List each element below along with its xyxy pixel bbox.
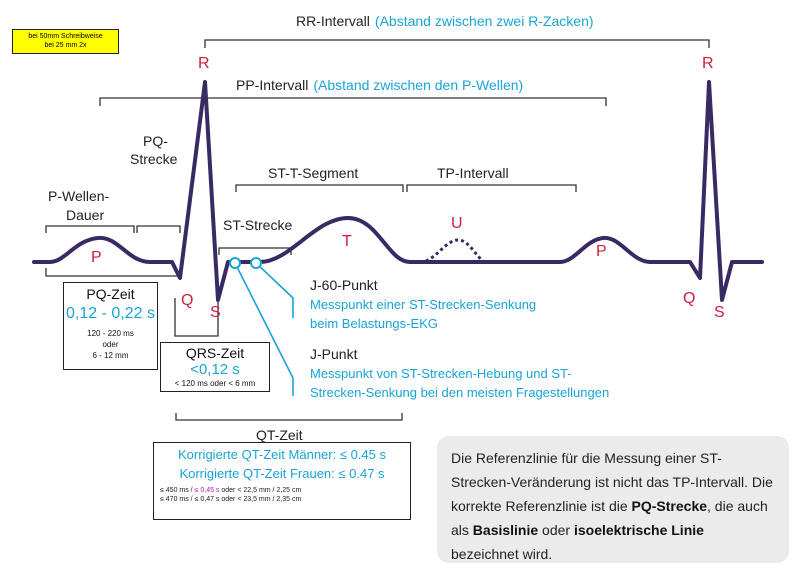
qrs-bracket [174, 298, 219, 337]
j-title: J-Punkt [310, 346, 358, 362]
qt-men-detail: ≤ 450 ms / ≤ 0,45 s oder < 22,5 mm / 2,2… [160, 487, 410, 494]
info-line-5: bezeichnet wird. [451, 546, 553, 562]
qt-label: QT-Zeit [256, 427, 303, 443]
info-4c: oder [538, 522, 574, 538]
wave-q1: Q [181, 292, 193, 309]
reference-line-info: Die Referenzlinie für die Messung einer … [437, 436, 789, 563]
wave-s1: S [210, 304, 221, 321]
pq-zeit-bracket [45, 268, 181, 277]
rr-bracket [204, 39, 710, 48]
qrs-zeit-value: <0,12 s [190, 361, 240, 378]
info-basislinie: Basislinie [472, 522, 539, 538]
st-strecke-bracket [218, 247, 292, 255]
scale-note-line-2: bei 25 mm 2x [44, 42, 87, 49]
pq-strecke-label-1: PQ- [143, 133, 168, 149]
st-t-bracket [235, 184, 404, 192]
ecg-trace [32, 80, 764, 302]
scale-note-line-1: bei 50mm Schreibweise [28, 33, 103, 40]
pp-bracket [99, 97, 607, 106]
qrs-zeit-box: QRS-Zeit <0,12 s < 120 ms oder < 6 mm [160, 342, 270, 392]
pq-strecke-label-2: Strecke [130, 151, 178, 167]
pq-zeit-value: 0,12 - 0,22 s [66, 305, 155, 322]
pwellen-bracket [45, 225, 135, 233]
j-desc-2: Strecken-Senkung bei den meisten Fragest… [310, 385, 609, 400]
wave-r2: R [702, 55, 714, 72]
scale-note: bei 50mm Schreibweise bei 25 mm 2x [12, 29, 119, 54]
pwellen-label-2: Dauer [66, 207, 104, 223]
tp-bracket [406, 184, 577, 192]
pq-zeit-or: oder [102, 340, 119, 349]
qt-zeit-box: Korrigierte QT-Zeit Männer: ≤ 0.45 s Kor… [153, 442, 411, 520]
j60-leader [255, 262, 294, 318]
info-4a: als [451, 522, 473, 538]
wave-t: T [342, 233, 352, 250]
st-t-label: ST-T-Segment [268, 165, 358, 181]
st-strecke-label: ST-Strecke [223, 217, 292, 233]
interval-brackets [45, 39, 710, 421]
wave-p2: P [596, 243, 607, 260]
j-desc-1: Messpunkt von ST-Strecken-Hebung und ST- [310, 366, 572, 381]
info-line-4: als Basislinie oder isoelektrische Linie [451, 518, 777, 542]
qrs-zeit-title: QRS-Zeit [185, 345, 245, 361]
pq-zeit-box: PQ-Zeit 0,12 - 0,22 s 120 - 220 ms oder … [63, 282, 158, 370]
qt-men: Korrigierte QT-Zeit Männer: ≤ 0.45 s [178, 447, 386, 462]
leader-lines [234, 262, 294, 396]
info-isoelektrische-linie: isoelektrische Linie [573, 522, 704, 538]
qrs-zeit-sub: < 120 ms oder < 6 mm [174, 379, 256, 388]
qt-men-detail-c: oder < 22,5 mm / 2,25 cm [219, 487, 302, 494]
info-pq-strecke: PQ-Strecke [631, 498, 708, 514]
pq-zeit-title: PQ-Zeit [86, 286, 135, 302]
info-line-2: Strecken-Veränderung ist nicht das TP-In… [451, 474, 773, 490]
rr-label: RR-Intervall(Abstand zwischen zwei R-Zac… [296, 13, 594, 29]
wave-u: U [451, 215, 463, 232]
qt-women: Korrigierte QT-Zeit Frauen: ≤ 0.47 s [179, 466, 385, 481]
wave-r1: R [198, 55, 210, 72]
pq-zeit-ms: 120 - 220 ms [87, 329, 134, 338]
j-point-marker [229, 257, 241, 269]
j60-title: J-60-Punkt [310, 277, 378, 293]
pq-zeit-mm: 6 - 12 mm [92, 351, 129, 360]
j60-desc-2: beim Belastungs-EKG [310, 316, 438, 331]
wave-s2: S [714, 304, 725, 321]
qt-men-detail-a: ≤ 450 ms / [160, 487, 195, 494]
j60-desc-1: Messpunkt einer ST-Strecken-Senkung [310, 297, 536, 312]
info-line-3: korrekte Referenzlinie ist die PQ-Streck… [451, 494, 777, 518]
j-leader [234, 262, 294, 396]
wave-q2: Q [683, 290, 695, 307]
tp-label: TP-Intervall [437, 165, 509, 181]
info-3c: , die auch [707, 498, 768, 514]
wave-p1: P [91, 249, 102, 266]
qt-bracket [175, 413, 403, 421]
pq-strecke-bracket [136, 225, 181, 233]
pwellen-label-1: P-Wellen- [48, 188, 110, 204]
qt-women-detail: ≤ 470 ms / ≤ 0,47 s oder < 23,5 mm / 2,3… [160, 496, 302, 503]
u-wave [419, 238, 486, 264]
info-3a: korrekte Referenzlinie ist die [451, 498, 632, 514]
qt-men-detail-b: ≤ 0,45 s [194, 487, 220, 494]
j60-point-marker [250, 257, 262, 269]
pp-label: PP-Intervall(Abstand zwischen den P-Well… [236, 77, 523, 93]
info-line-1: Die Referenzlinie für die Messung einer … [451, 450, 722, 466]
